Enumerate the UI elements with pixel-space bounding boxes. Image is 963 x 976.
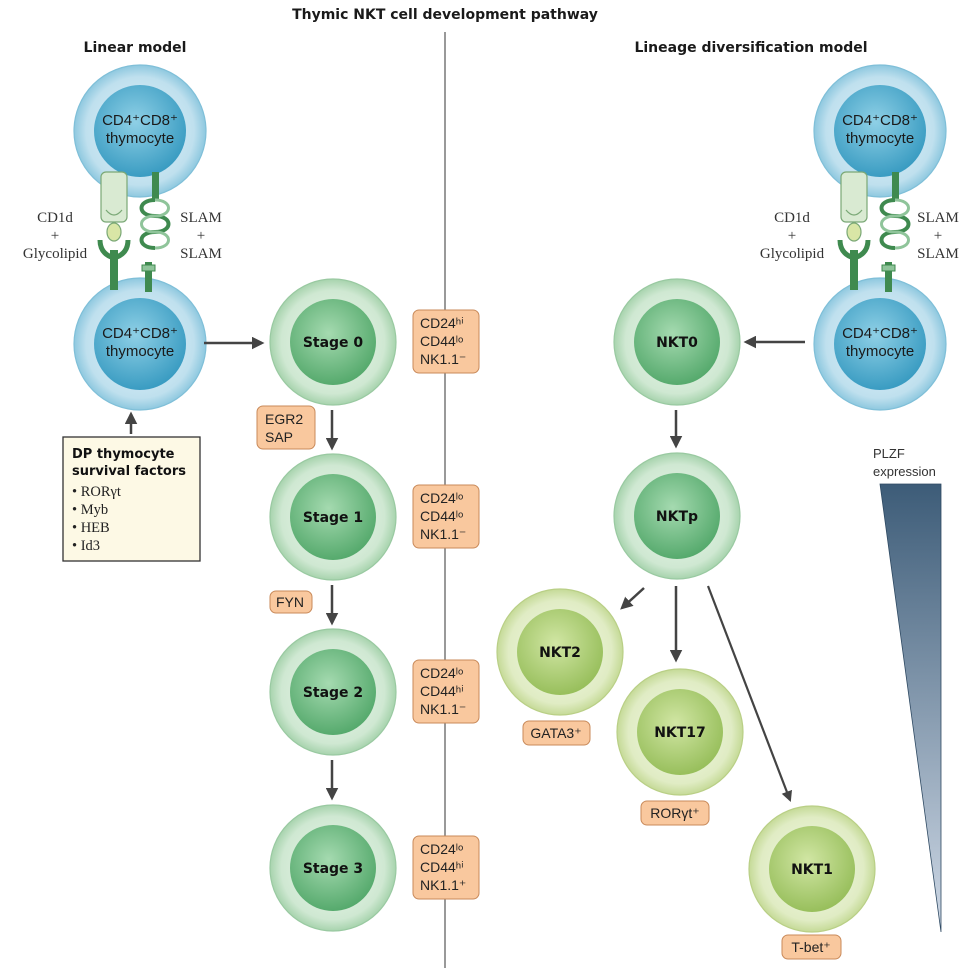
svg-text:CD4⁺CD8⁺: CD4⁺CD8⁺ (102, 325, 178, 342)
diversification-model-heading: Lineage diversification model (634, 40, 867, 56)
diversification-receptor-interface (837, 171, 911, 292)
svg-text:NK1.1⁻: NK1.1⁻ (420, 701, 466, 717)
stage-1-cell: Stage 1 (269, 453, 397, 581)
plzf-expression-wedge (879, 483, 942, 933)
factor-fyn: FYN (269, 590, 313, 614)
svg-text:Stage 1: Stage 1 (303, 510, 363, 526)
svg-text:NKT2: NKT2 (539, 645, 581, 661)
stage-2-markers: CD24ˡᵒ CD44ʰⁱ NK1.1⁻ (412, 659, 480, 724)
stage-3-markers: CD24ˡᵒ CD44ʰⁱ NK1.1⁺ (412, 835, 480, 900)
svg-text:CD24ʰⁱ: CD24ʰⁱ (420, 315, 464, 331)
linear-slam-label-1: SLAM (180, 210, 222, 226)
linear-cd1d-label-1: CD1d (37, 210, 73, 226)
stage-3-cell: Stage 3 (269, 804, 397, 932)
diversification-slam-label-2: + (934, 228, 942, 244)
plzf-label-line2: expression (873, 464, 936, 479)
nkt0-cell: NKT0 (613, 278, 741, 406)
svg-text:NK1.1⁻: NK1.1⁻ (420, 526, 466, 542)
svg-text:T-bet⁺: T-bet⁺ (791, 939, 830, 955)
svg-text:Stage 3: Stage 3 (303, 861, 363, 877)
linear-model-heading: Linear model (84, 40, 187, 56)
stage-2-cell: Stage 2 (269, 628, 397, 756)
nktp-cell: NKTp (613, 452, 741, 580)
svg-text:• Id3: • Id3 (72, 538, 100, 554)
svg-text:thymocyte: thymocyte (846, 130, 914, 147)
tbet-label: T-bet⁺ (781, 934, 842, 960)
linear-receptor-interface (97, 171, 171, 292)
gata3-label: GATA3⁺ (522, 720, 591, 746)
diversification-bottom-thymocyte: CD4⁺CD8⁺ thymocyte (813, 277, 947, 411)
svg-text:NKT17: NKT17 (654, 725, 706, 741)
svg-text:thymocyte: thymocyte (846, 343, 914, 360)
svg-text:CD24ˡᵒ: CD24ˡᵒ (420, 665, 463, 681)
page-title: Thymic NKT cell development pathway (292, 7, 598, 23)
svg-text:GATA3⁺: GATA3⁺ (530, 725, 581, 741)
linear-bottom-thymocyte: CD4⁺CD8⁺ thymocyte (73, 277, 207, 411)
svg-text:NK1.1⁻: NK1.1⁻ (420, 351, 466, 367)
svg-text:CD4⁺CD8⁺: CD4⁺CD8⁺ (842, 112, 918, 129)
svg-text:• HEB: • HEB (72, 520, 110, 536)
diversification-slam-label-3: SLAM (917, 246, 959, 262)
diversification-top-thymocyte: CD4⁺CD8⁺ thymocyte (813, 64, 947, 198)
stage-0-markers: CD24ʰⁱ CD44ˡᵒ NK1.1⁻ (412, 309, 480, 374)
svg-text:RORγt⁺: RORγt⁺ (650, 805, 699, 821)
svg-text:NKTp: NKTp (656, 509, 698, 525)
svg-text:Stage 0: Stage 0 (303, 335, 364, 351)
svg-text:DP thymocyte: DP thymocyte (72, 447, 175, 462)
svg-text:survival factors: survival factors (72, 464, 186, 479)
svg-text:CD44ʰⁱ: CD44ʰⁱ (420, 859, 464, 875)
svg-text:• RORγt: • RORγt (72, 484, 121, 500)
svg-text:CD24ˡᵒ: CD24ˡᵒ (420, 490, 463, 506)
diversification-cd1d-label-3: Glycolipid (760, 246, 825, 262)
stage-1-markers: CD24ˡᵒ CD44ˡᵒ NK1.1⁻ (412, 484, 480, 549)
linear-cd1d-label-2: + (51, 228, 59, 244)
plzf-label-line1: PLZF (873, 446, 905, 461)
factor-egr2-sap: EGR2 SAP (256, 405, 316, 450)
linear-slam-label-3: SLAM (180, 246, 222, 262)
svg-text:FYN: FYN (276, 594, 304, 610)
svg-text:SAP: SAP (265, 429, 293, 445)
svg-text:CD44ʰⁱ: CD44ʰⁱ (420, 683, 464, 699)
nkt2-cell: NKT2 (496, 588, 624, 716)
svg-text:CD44ˡᵒ: CD44ˡᵒ (420, 333, 463, 349)
svg-text:CD24ˡᵒ: CD24ˡᵒ (420, 841, 463, 857)
diversification-cd1d-label-2: + (788, 228, 796, 244)
nkt1-cell: NKT1 (748, 805, 876, 933)
svg-text:thymocyte: thymocyte (106, 343, 174, 360)
arrow-nktp-to-nkt1 (706, 585, 792, 803)
svg-text:EGR2: EGR2 (265, 411, 303, 427)
linear-slam-label-2: + (197, 228, 205, 244)
linear-cd1d-label-3: Glycolipid (23, 246, 88, 262)
nkt17-cell: NKT17 (616, 668, 744, 796)
svg-text:NKT1: NKT1 (791, 862, 833, 878)
diversification-slam-label-1: SLAM (917, 210, 959, 226)
svg-text:Stage 2: Stage 2 (303, 685, 363, 701)
svg-text:NKT0: NKT0 (656, 335, 698, 351)
svg-text:• Myb: • Myb (72, 502, 108, 518)
diversification-cd1d-label-1: CD1d (774, 210, 810, 226)
svg-text:thymocyte: thymocyte (106, 130, 174, 147)
arrow-nktp-to-nkt2 (620, 587, 645, 610)
stage-0-cell: Stage 0 (269, 278, 397, 406)
linear-top-thymocyte: CD4⁺CD8⁺ thymocyte (73, 64, 207, 198)
svg-text:CD4⁺CD8⁺: CD4⁺CD8⁺ (842, 325, 918, 342)
rorgt-label: RORγt⁺ (640, 800, 710, 826)
svg-text:CD4⁺CD8⁺: CD4⁺CD8⁺ (102, 112, 178, 129)
survival-factors-box: DP thymocyte survival factors • RORγt • … (62, 436, 201, 562)
svg-text:NK1.1⁺: NK1.1⁺ (420, 877, 466, 893)
svg-text:CD44ˡᵒ: CD44ˡᵒ (420, 508, 463, 524)
